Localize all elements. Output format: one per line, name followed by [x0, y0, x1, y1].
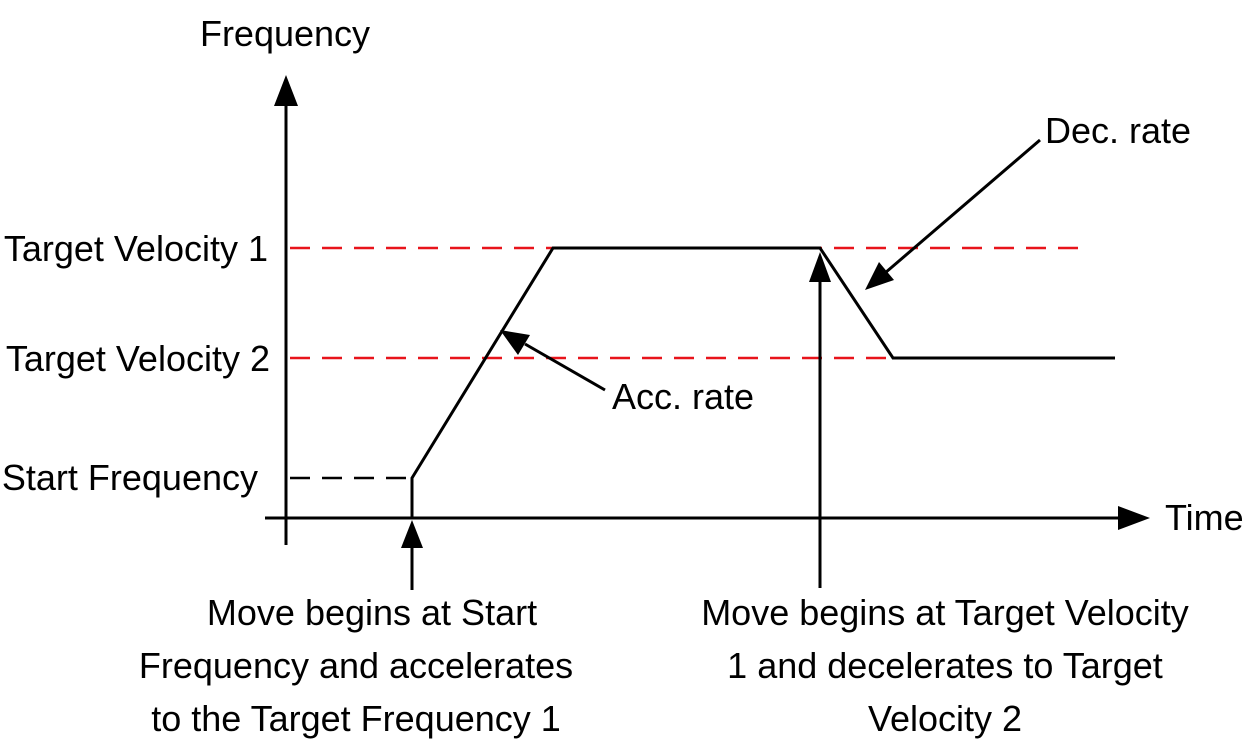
dec-rate-label: Dec. rate: [1045, 110, 1191, 151]
right-caption-line-3: Velocity 2: [868, 698, 1022, 739]
dec-rate-arrowhead: [865, 262, 894, 290]
dec-rate-pointer: [884, 138, 1041, 275]
x-axis-label: Time: [1165, 497, 1244, 538]
y-axis-label: Frequency: [200, 13, 370, 54]
y-axis-arrowhead: [274, 75, 298, 106]
start-frequency-label: Start Frequency: [2, 457, 258, 498]
right-caption-line-2: 1 and decelerates to Target: [727, 645, 1163, 686]
left-caption-line-3: to the Target Frequency 1: [151, 698, 561, 739]
acc-rate-pointer: [524, 342, 606, 392]
x-axis-arrowhead: [1118, 506, 1150, 530]
acc-rate-arrowhead: [500, 330, 530, 355]
left-caption-line-2: Frequency and accelerates: [139, 645, 573, 686]
velocity-profile-curve: [410, 246, 1115, 518]
target-velocity-1-label: Target Velocity 1: [4, 228, 268, 269]
move-start-arrowhead: [401, 520, 423, 548]
decel-start-arrowhead: [809, 252, 831, 282]
target-velocity-2-label: Target Velocity 2: [6, 338, 270, 379]
acc-rate-label: Acc. rate: [612, 376, 754, 417]
left-caption-line-1: Move begins at Start: [207, 592, 537, 633]
right-caption-line-1: Move begins at Target Velocity: [701, 592, 1189, 633]
